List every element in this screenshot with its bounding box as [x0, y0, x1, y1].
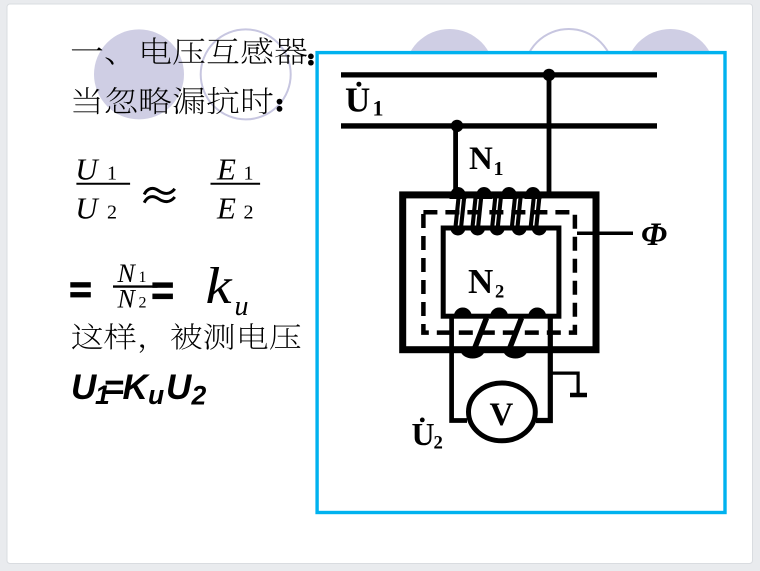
svg-text:K: K [123, 368, 151, 407]
svg-text:1: 1 [494, 158, 504, 180]
svg-text:E: E [216, 151, 236, 186]
svg-text:Φ: Φ [641, 217, 667, 253]
svg-text:k: k [206, 258, 234, 315]
svg-text:2: 2 [244, 202, 254, 224]
svg-text:E: E [216, 191, 236, 226]
svg-text:1: 1 [244, 162, 254, 184]
svg-text:N: N [117, 259, 137, 288]
svg-text:U: U [412, 416, 435, 452]
svg-text:U: U [345, 80, 370, 119]
svg-text:N: N [468, 262, 493, 301]
svg-text:U: U [71, 368, 97, 407]
svg-text:V: V [489, 397, 513, 433]
svg-text:N: N [117, 285, 137, 314]
svg-text:U: U [75, 151, 100, 186]
svg-text:2: 2 [434, 432, 443, 453]
svg-text:1: 1 [373, 96, 384, 121]
svg-text:u: u [235, 291, 249, 322]
svg-text:=: = [104, 368, 124, 407]
svg-text:1: 1 [107, 162, 117, 184]
svg-text:u: u [148, 380, 164, 410]
svg-text:U: U [75, 191, 100, 226]
svg-text:2: 2 [191, 381, 207, 411]
svg-text:N: N [469, 141, 493, 177]
svg-text:2: 2 [107, 202, 117, 224]
svg-text:2: 2 [139, 295, 147, 312]
svg-text:1: 1 [95, 380, 110, 410]
svg-text:U: U [166, 368, 192, 407]
svg-text:1: 1 [139, 269, 147, 286]
svg-text:2: 2 [495, 282, 504, 302]
